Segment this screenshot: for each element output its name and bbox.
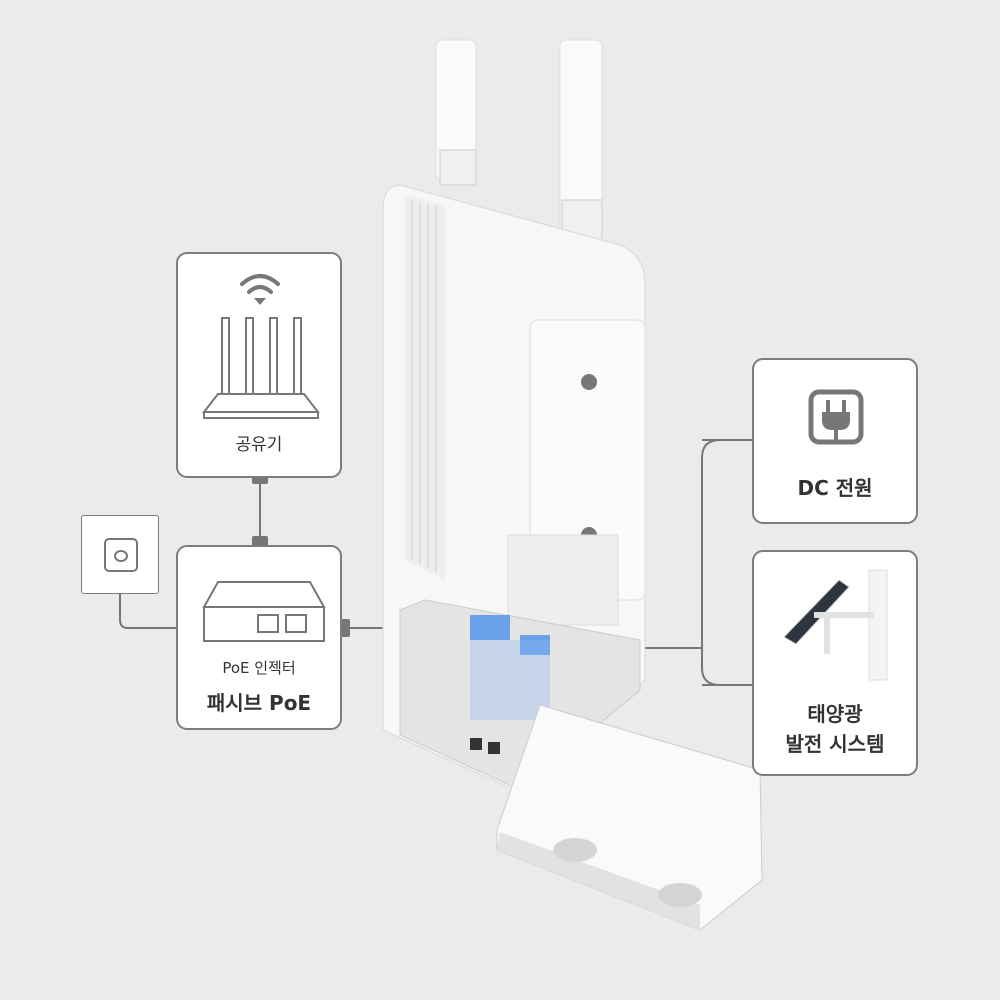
- solar-label-line2: 발전 시스템: [785, 732, 885, 756]
- poe-injector-label: PoE 인젝터: [222, 659, 296, 677]
- poe-injector-icon: [202, 581, 326, 642]
- passive-poe-title: 패시브 PoE: [206, 691, 312, 715]
- router-card: 공유기: [176, 252, 342, 478]
- antenna-icon: [435, 39, 603, 251]
- poe-injector-card: PoE 인젝터 패시브 PoE: [176, 545, 342, 730]
- solar-panel-icon: [783, 569, 888, 681]
- access-point-device: [382, 184, 763, 931]
- solar-label-line1: 태양광: [807, 702, 863, 726]
- power-plug-icon: [808, 389, 864, 445]
- dc-power-card: DC 전원: [752, 358, 918, 524]
- dc-power-label: DC 전원: [797, 476, 873, 500]
- ethernet-port-glow: [470, 615, 510, 640]
- wall-outlet-icon: [81, 515, 159, 594]
- router-label: 공유기: [235, 435, 283, 455]
- router-icon: [201, 274, 321, 419]
- solar-system-card: 태양광 발전 시스템: [752, 550, 918, 776]
